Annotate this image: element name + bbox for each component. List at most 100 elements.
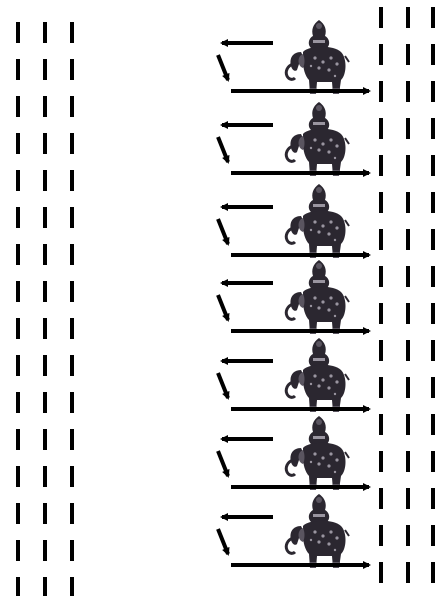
elephant-with-rider-icon — [286, 20, 349, 94]
dash-segment — [379, 562, 383, 583]
dash-segment — [406, 340, 410, 361]
dash-segment — [379, 340, 383, 361]
dash-segment — [379, 81, 383, 102]
dash-segment — [16, 22, 20, 43]
dash-segment — [406, 229, 410, 250]
dash-segment — [431, 340, 435, 361]
dash-segment — [431, 7, 435, 28]
dash-segment — [431, 44, 435, 65]
dash-segment — [16, 96, 20, 117]
dash-segment — [70, 207, 74, 228]
dash-segment — [43, 22, 47, 43]
down-arrow — [218, 55, 228, 80]
dash-segment — [43, 281, 47, 302]
dash-segment — [43, 355, 47, 376]
dash-segment — [379, 229, 383, 250]
elephant-arrow-motifs — [218, 20, 369, 568]
dash-segment — [431, 488, 435, 509]
dash-segment — [431, 118, 435, 139]
down-arrow — [218, 373, 228, 398]
dash-segment — [379, 44, 383, 65]
dash-segment — [43, 540, 47, 561]
elephant-with-rider-icon — [286, 102, 349, 176]
dash-segment — [379, 451, 383, 472]
dash-segment — [431, 229, 435, 250]
dash-segment — [16, 355, 20, 376]
left-dashed-lines — [16, 22, 74, 596]
dash-segment — [16, 540, 20, 561]
dash-segment — [379, 377, 383, 398]
dash-segment — [431, 303, 435, 324]
elephant-with-rider-icon — [286, 260, 349, 334]
dash-segment — [70, 577, 74, 596]
dash-segment — [379, 7, 383, 28]
dash-segment — [406, 488, 410, 509]
elephant-with-rider-icon — [286, 338, 349, 412]
dash-segment — [70, 59, 74, 80]
dash-segment — [70, 22, 74, 43]
down-arrow — [218, 529, 228, 554]
dash-segment — [43, 429, 47, 450]
dash-segment — [43, 318, 47, 339]
dash-segment — [70, 281, 74, 302]
dash-segment — [431, 266, 435, 287]
dash-segment — [16, 392, 20, 413]
dash-segment — [379, 266, 383, 287]
dash-segment — [431, 562, 435, 583]
dash-segment — [379, 525, 383, 546]
elephant-with-rider-icon — [286, 184, 349, 258]
dash-segment — [379, 303, 383, 324]
dash-segment — [406, 377, 410, 398]
dash-segment — [379, 192, 383, 213]
motif-row — [218, 20, 369, 94]
dash-segment — [16, 207, 20, 228]
dash-segment — [16, 318, 20, 339]
motif-row — [218, 102, 369, 176]
dash-segment — [16, 577, 20, 596]
dash-segment — [70, 392, 74, 413]
dash-segment — [70, 170, 74, 191]
dash-segment — [70, 429, 74, 450]
dash-segment — [431, 192, 435, 213]
dash-segment — [431, 414, 435, 435]
down-arrow — [218, 295, 228, 320]
dash-segment — [43, 466, 47, 487]
dash-segment — [43, 96, 47, 117]
motif-row — [218, 338, 369, 412]
dash-segment — [16, 466, 20, 487]
motif-row — [218, 494, 369, 568]
elephant-with-rider-icon — [286, 416, 349, 490]
elephant-with-rider-icon — [286, 494, 349, 568]
dash-segment — [43, 503, 47, 524]
dash-segment — [406, 118, 410, 139]
dash-segment — [431, 377, 435, 398]
dash-segment — [379, 414, 383, 435]
dash-segment — [406, 44, 410, 65]
dash-segment — [43, 392, 47, 413]
dash-segment — [70, 244, 74, 265]
dash-segment — [406, 451, 410, 472]
dash-segment — [16, 59, 20, 80]
dash-segment — [406, 155, 410, 176]
dash-segment — [431, 81, 435, 102]
dash-segment — [431, 525, 435, 546]
dash-segment — [16, 170, 20, 191]
dash-segment — [406, 81, 410, 102]
dash-segment — [70, 503, 74, 524]
dash-segment — [406, 266, 410, 287]
motif-row — [218, 260, 369, 334]
dash-segment — [406, 525, 410, 546]
down-arrow — [218, 219, 228, 244]
dash-segment — [70, 355, 74, 376]
down-arrow — [218, 137, 228, 162]
dash-segment — [43, 577, 47, 596]
dash-segment — [70, 466, 74, 487]
dash-segment — [70, 96, 74, 117]
dash-segment — [16, 281, 20, 302]
dash-segment — [43, 133, 47, 154]
dash-segment — [43, 59, 47, 80]
motif-row — [218, 416, 369, 490]
dash-segment — [406, 7, 410, 28]
dash-segment — [379, 118, 383, 139]
